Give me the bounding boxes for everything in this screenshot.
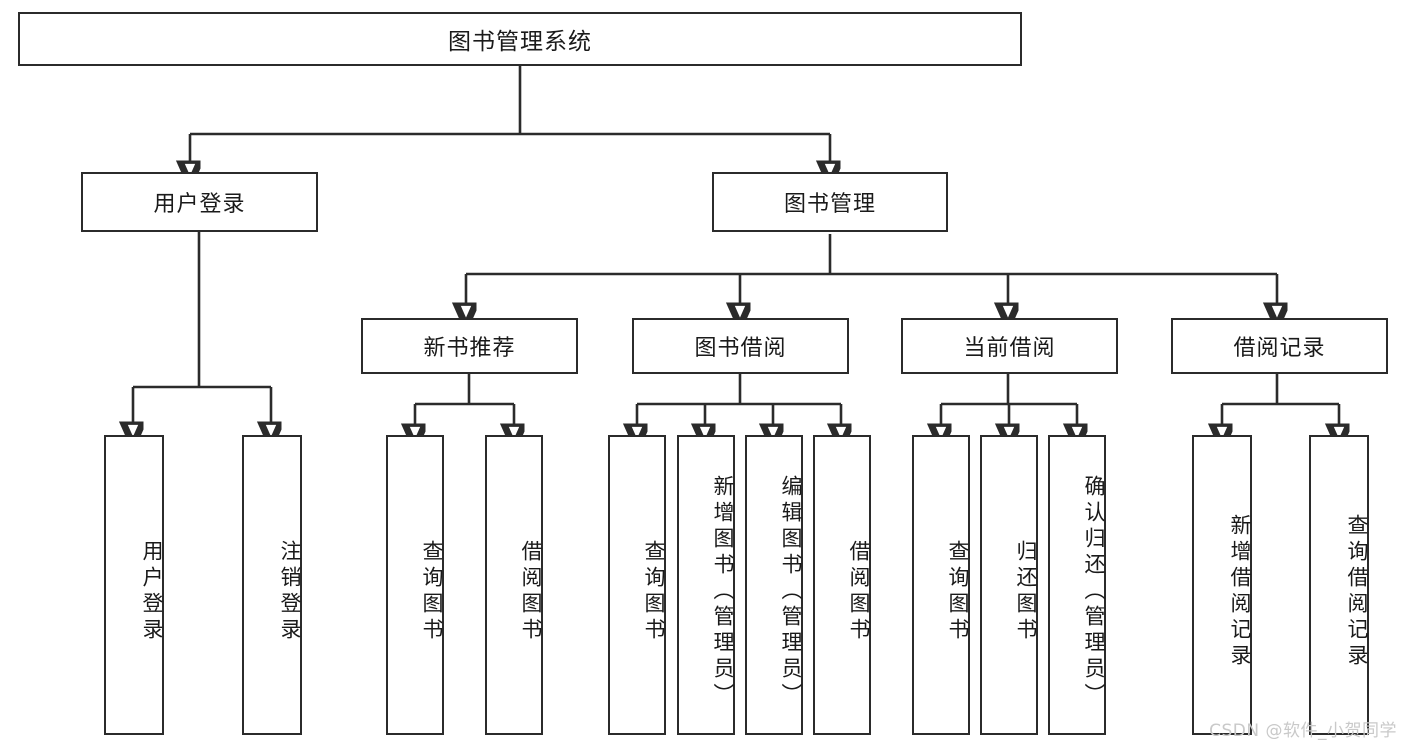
node-label: 图书管理系统 (448, 29, 592, 55)
node-label: 查询图书 (642, 540, 666, 644)
node-label: 确认归还（管理员） (1082, 475, 1106, 709)
node-leaf-query-book-borrow[interactable]: 查询图书 (608, 435, 666, 735)
node-label: 查询图书 (946, 540, 970, 644)
node-label: 用户登录 (140, 540, 164, 644)
node-label: 借阅图书 (519, 540, 543, 644)
node-label: 当前借阅 (963, 336, 1056, 361)
node-label: 借阅图书 (847, 540, 871, 644)
node-leaf-query-borrow-record[interactable]: 查询借阅记录 (1309, 435, 1369, 735)
node-label: 用户登录 (153, 192, 246, 217)
node-leaf-return-book[interactable]: 归还图书 (980, 435, 1038, 735)
node-root-book-management-system[interactable]: 图书管理系统 (18, 12, 1022, 66)
node-book-manage[interactable]: 图书管理 (712, 172, 948, 232)
node-label: 注销登录 (278, 540, 302, 644)
node-user-login[interactable]: 用户登录 (81, 172, 318, 232)
node-label: 查询借阅记录 (1345, 514, 1369, 670)
node-label: 新增借阅记录 (1228, 514, 1252, 670)
node-book-borrow[interactable]: 图书借阅 (632, 318, 849, 374)
node-leaf-add-book-admin[interactable]: 新增图书（管理员） (677, 435, 735, 735)
node-leaf-edit-book-admin[interactable]: 编辑图书（管理员） (745, 435, 803, 735)
node-label: 查询图书 (420, 540, 444, 644)
node-leaf-borrow-book[interactable]: 借阅图书 (813, 435, 871, 735)
node-label: 新书推荐 (423, 336, 516, 361)
node-label: 图书借阅 (694, 336, 787, 361)
node-new-book-recommend[interactable]: 新书推荐 (361, 318, 578, 374)
node-leaf-query-book-current[interactable]: 查询图书 (912, 435, 970, 735)
node-leaf-borrow-book-recommend[interactable]: 借阅图书 (485, 435, 543, 735)
node-leaf-user-login[interactable]: 用户登录 (104, 435, 164, 735)
node-leaf-logout-login[interactable]: 注销登录 (242, 435, 302, 735)
node-label: 图书管理 (783, 192, 876, 217)
node-label: 编辑图书（管理员） (779, 475, 803, 709)
node-leaf-add-borrow-record[interactable]: 新增借阅记录 (1192, 435, 1252, 735)
node-label: 借阅记录 (1233, 336, 1326, 361)
csdn-watermark: CSDN @软件_小贺同学 (1209, 721, 1397, 741)
node-leaf-query-book-recommend[interactable]: 查询图书 (386, 435, 444, 735)
node-label: 新增图书（管理员） (711, 475, 735, 709)
node-borrow-record[interactable]: 借阅记录 (1171, 318, 1388, 374)
node-label: 归还图书 (1014, 540, 1038, 644)
node-leaf-confirm-return-admin[interactable]: 确认归还（管理员） (1048, 435, 1106, 735)
node-current-borrow[interactable]: 当前借阅 (901, 318, 1118, 374)
